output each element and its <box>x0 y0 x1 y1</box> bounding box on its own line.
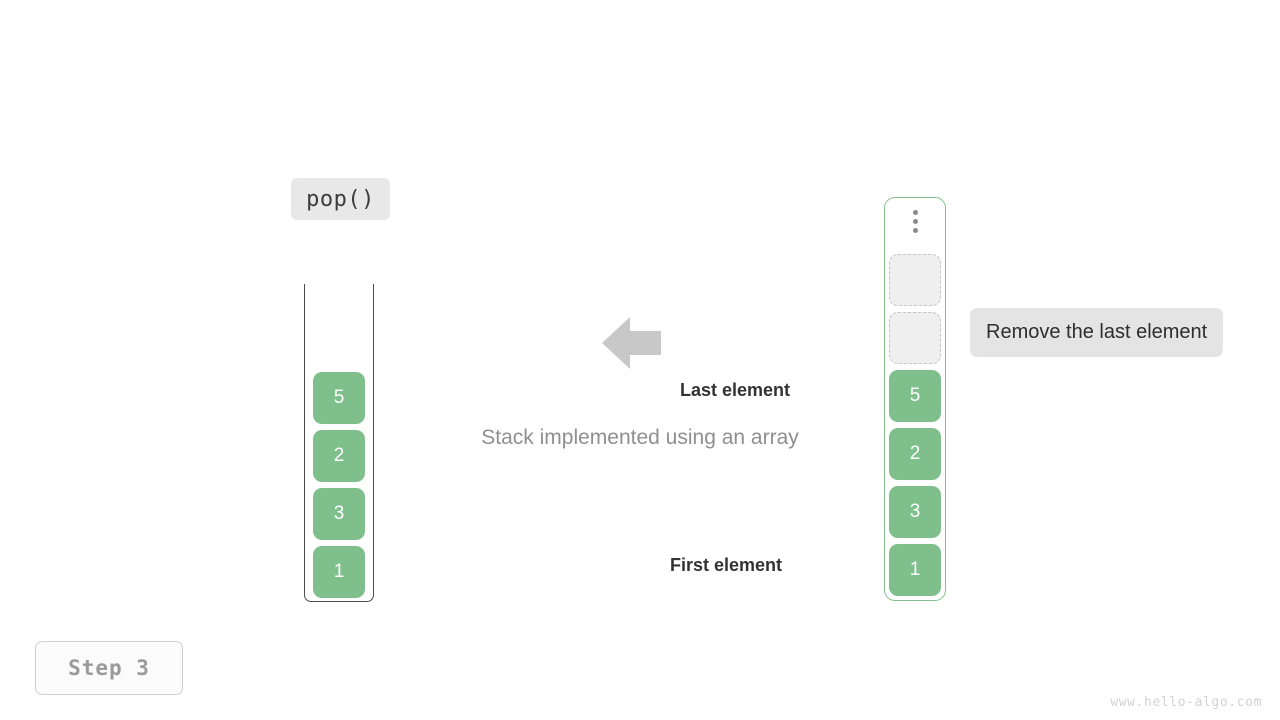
ellipsis-dot <box>912 219 918 224</box>
stack-cell: 2 <box>313 430 365 482</box>
array-cell: 3 <box>889 486 941 538</box>
ellipsis-dot <box>912 210 918 215</box>
last-element-label: Last element <box>679 380 790 400</box>
vertical-ellipsis-icon <box>885 210 945 233</box>
first-element-label: First element <box>669 555 782 575</box>
stack-vessel-outline <box>304 284 374 602</box>
array-empty-slot <box>889 312 941 364</box>
array-item-list: 5 2 3 1 <box>885 254 945 596</box>
operation-badge: pop() <box>291 178 390 220</box>
array-container: 5 2 3 1 <box>884 197 946 601</box>
array-cell: 5 <box>889 370 941 422</box>
arrow-left-icon <box>602 317 661 369</box>
stack-container: 5 2 3 1 <box>304 284 374 602</box>
stack-item-list: 5 2 3 1 <box>304 372 374 598</box>
ellipsis-dot <box>912 228 918 233</box>
array-cell: 2 <box>889 428 941 480</box>
stack-cell: 5 <box>313 372 365 424</box>
stack-cell: 3 <box>313 488 365 540</box>
array-cell: 1 <box>889 544 941 596</box>
array-empty-slot <box>889 254 941 306</box>
watermark: www.hello-algo.com <box>1110 695 1262 710</box>
stack-cell: 1 <box>313 546 365 598</box>
annotation-remove-last-element: Remove the last element <box>970 308 1224 357</box>
step-badge: Step 3 <box>35 641 183 695</box>
diagram-caption: Stack implemented using an array <box>481 426 799 449</box>
